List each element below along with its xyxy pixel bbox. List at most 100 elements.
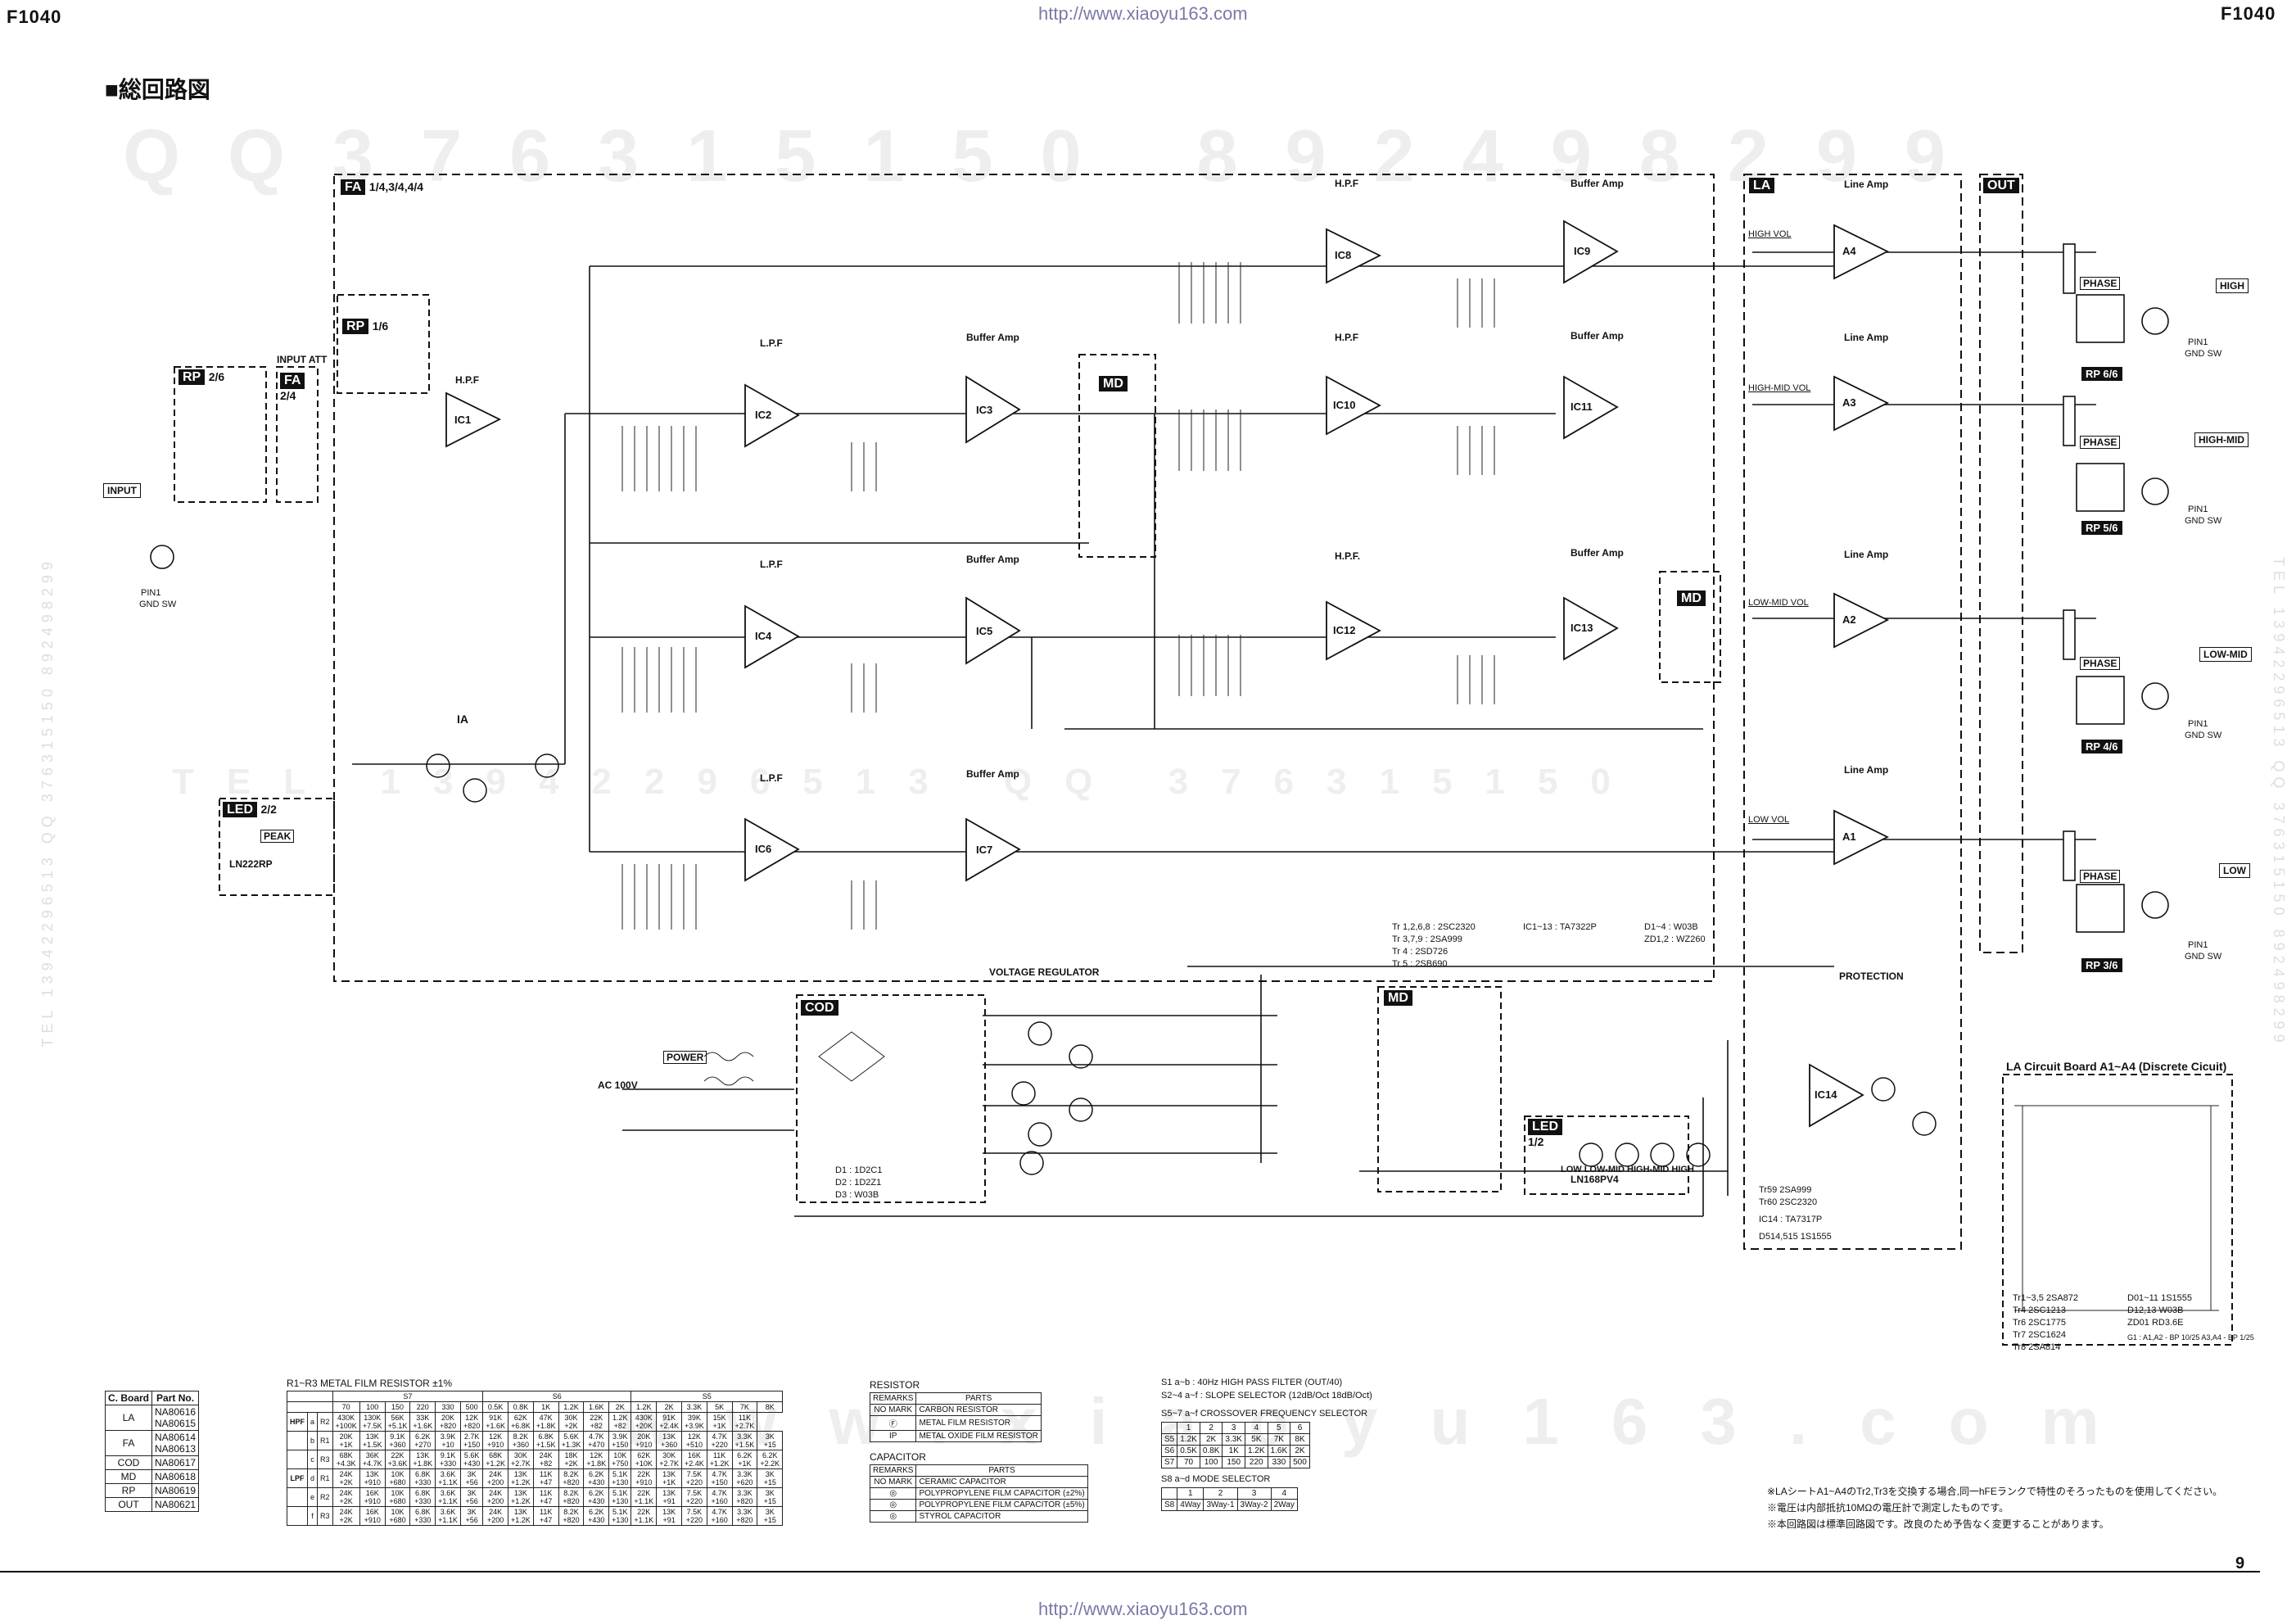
- legend-mark: IP: [869, 1430, 917, 1442]
- model-label-right: F1040: [2221, 3, 2276, 24]
- la-board-parts-left: Tr1~3,5 2SA872 Tr4 2SC1213 Tr6 2SC1775 T…: [2013, 1292, 2078, 1354]
- fa-tag: FA: [341, 179, 366, 195]
- diode-item: ZD1,2 : WZ260: [1644, 934, 1706, 944]
- resistor-value: 5.1K +130: [608, 1487, 632, 1507]
- resistor-value: 4.7K +470: [583, 1431, 610, 1450]
- resistor-value: 22K +1.1K: [630, 1487, 658, 1507]
- led-peak-tagtext: LED: [223, 802, 257, 817]
- resistor-value: 13K +91: [656, 1487, 682, 1507]
- rp-out-lowmid-tag: RP 4/6: [2081, 740, 2122, 754]
- s8-header: 3: [1236, 1487, 1272, 1500]
- resistor-freq-header: 100: [359, 1401, 386, 1413]
- resistor-value: 24K +2K: [332, 1506, 360, 1526]
- cboard-part: NA80614 NA80613: [151, 1430, 200, 1456]
- la-board-part: D12,13 W03B: [2127, 1306, 2184, 1315]
- legend-header: PARTS: [915, 1392, 1042, 1405]
- power-tag: POWER: [663, 1051, 707, 1064]
- resistor-freq-header: 1.6K: [583, 1401, 610, 1413]
- highmid-vol-label: HIGH-MID VOL: [1748, 383, 1811, 393]
- s57-cell: 150: [1222, 1456, 1245, 1468]
- lpf-label-ic2: L.P.F: [760, 337, 783, 349]
- resistor-value: 39K +3.9K: [680, 1412, 707, 1432]
- protection-part: D514,515 1S1555: [1759, 1232, 1832, 1242]
- resistor-value: 8.2K +820: [558, 1468, 585, 1488]
- resistor-value: 130K +7.5K: [359, 1412, 386, 1432]
- la-board-part: Tr1~3,5 2SA872: [2013, 1293, 2079, 1303]
- low-vol-label: LOW VOL: [1748, 815, 1790, 825]
- watermark-side-right: TEL 13942296513 QQ 376315150 892498299: [2271, 557, 2287, 1048]
- s57-cell: 1.2K: [1244, 1445, 1268, 1457]
- resistor-ref: R1: [317, 1468, 333, 1488]
- s8-cell: 4Way: [1177, 1499, 1204, 1511]
- led-peak-sub: 2/2: [260, 803, 277, 816]
- la-board-title: LA Circuit Board A1~A4 (Discrete Cicuit): [2006, 1060, 2227, 1073]
- line-amp-label-a4: Line Amp: [1844, 179, 1889, 190]
- resistor-legend-title: RESISTOR: [870, 1379, 920, 1391]
- legend-part: POLYPROPYLENE FILM CAPACITOR (±5%): [915, 1499, 1088, 1511]
- resistor-freq-header: 7K: [731, 1401, 758, 1413]
- md-top-tagtext: MD: [1099, 376, 1128, 391]
- resistor-freq-header: 330: [435, 1401, 461, 1413]
- resistor-value: 3K +15: [757, 1431, 784, 1450]
- resistor-value: 9.1K +360: [384, 1431, 411, 1450]
- s57-header: 3: [1222, 1422, 1245, 1434]
- cboard-name: RP: [104, 1483, 153, 1498]
- output-highmid: HIGH-MID: [2194, 432, 2249, 447]
- resistor-value: 12K +510: [680, 1431, 707, 1450]
- phase-label-highmid: PHASE: [2080, 436, 2121, 449]
- resistor-value: 10K +680: [384, 1468, 411, 1488]
- protection-part: IC14 : TA7317P: [1759, 1215, 1823, 1224]
- fa-in-sub: 2/4: [280, 389, 296, 402]
- resistor-value: 5.6K +1.3K: [558, 1431, 585, 1450]
- resistor-value: 20K +820: [435, 1412, 461, 1432]
- s57-header: 6: [1290, 1422, 1310, 1434]
- led-bottom-sub: 1/2: [1528, 1135, 1544, 1148]
- s57-cell: 100: [1199, 1456, 1223, 1468]
- rp-16-tag: RP 1/6: [342, 319, 388, 334]
- resistor-value: 13K +1.2K: [508, 1468, 534, 1488]
- diode-item: D1~4 : W03B: [1644, 922, 1698, 932]
- s57-cell: 70: [1177, 1456, 1200, 1468]
- legend-header: REMARKS: [869, 1392, 917, 1405]
- s57-cell: S5: [1160, 1433, 1178, 1446]
- cboard-part: NA80618: [151, 1469, 200, 1484]
- resistor-value: 33K +1.6K: [409, 1412, 436, 1432]
- resistor-value: 3.6K +1.1K: [435, 1506, 461, 1526]
- cboard-part: NA80619: [151, 1483, 200, 1498]
- resistor-value: 30K +2K: [558, 1412, 585, 1432]
- rp-out-high-text: RP 6/6: [2081, 367, 2122, 381]
- pin1-label-low: PIN1: [2188, 940, 2208, 950]
- rp-out-low-tag: RP 3/6: [2081, 958, 2122, 973]
- high-vol-label: HIGH VOL: [1748, 229, 1792, 239]
- s8-cell: 3Way-1: [1203, 1499, 1238, 1511]
- rp-out-high-tag: RP 6/6: [2081, 367, 2122, 382]
- gndsw-label-low: GND SW: [2185, 952, 2222, 962]
- s57-cell: 7K: [1267, 1433, 1291, 1446]
- s2-note: S2~4 a~f : SLOPE SELECTOR (12dB/Oct 18dB…: [1161, 1391, 1372, 1401]
- resistor-value: 3K +56: [459, 1468, 484, 1488]
- lpf-label-ic6: L.P.F: [760, 772, 783, 784]
- svg-text:IC2: IC2: [755, 409, 771, 421]
- resistor-value: 4.7K +220: [706, 1431, 733, 1450]
- out-tagtext: OUT: [1983, 178, 2019, 193]
- md-top-tag: MD: [1099, 376, 1128, 391]
- svg-text:IC11: IC11: [1571, 400, 1593, 413]
- page-title: ■総回路図: [105, 77, 210, 102]
- resistor-group-header: S6: [482, 1391, 632, 1402]
- resistor-value: 4.7K +160: [706, 1487, 733, 1507]
- source-url-top[interactable]: http://www.xiaoyu163.com: [1038, 3, 1248, 24]
- s57-cell: 3.3K: [1222, 1433, 1245, 1446]
- cboard-part: NA80621: [151, 1497, 200, 1512]
- resistor-value: 24K +200: [482, 1487, 508, 1507]
- resistor-value: 11K +47: [532, 1468, 559, 1488]
- resistor-value: 430K +20K: [630, 1412, 658, 1432]
- source-url-bottom[interactable]: http://www.xiaoyu163.com: [1038, 1599, 1248, 1619]
- resistor-group-header: S7: [332, 1391, 484, 1402]
- resistor-ref: R2: [317, 1487, 333, 1507]
- rp-out-lowmid-text: RP 4/6: [2081, 740, 2122, 753]
- svg-text:A1: A1: [1842, 830, 1856, 843]
- pin1-label-highmid: PIN1: [2188, 505, 2208, 514]
- resistor-value: 12K +820: [459, 1412, 484, 1432]
